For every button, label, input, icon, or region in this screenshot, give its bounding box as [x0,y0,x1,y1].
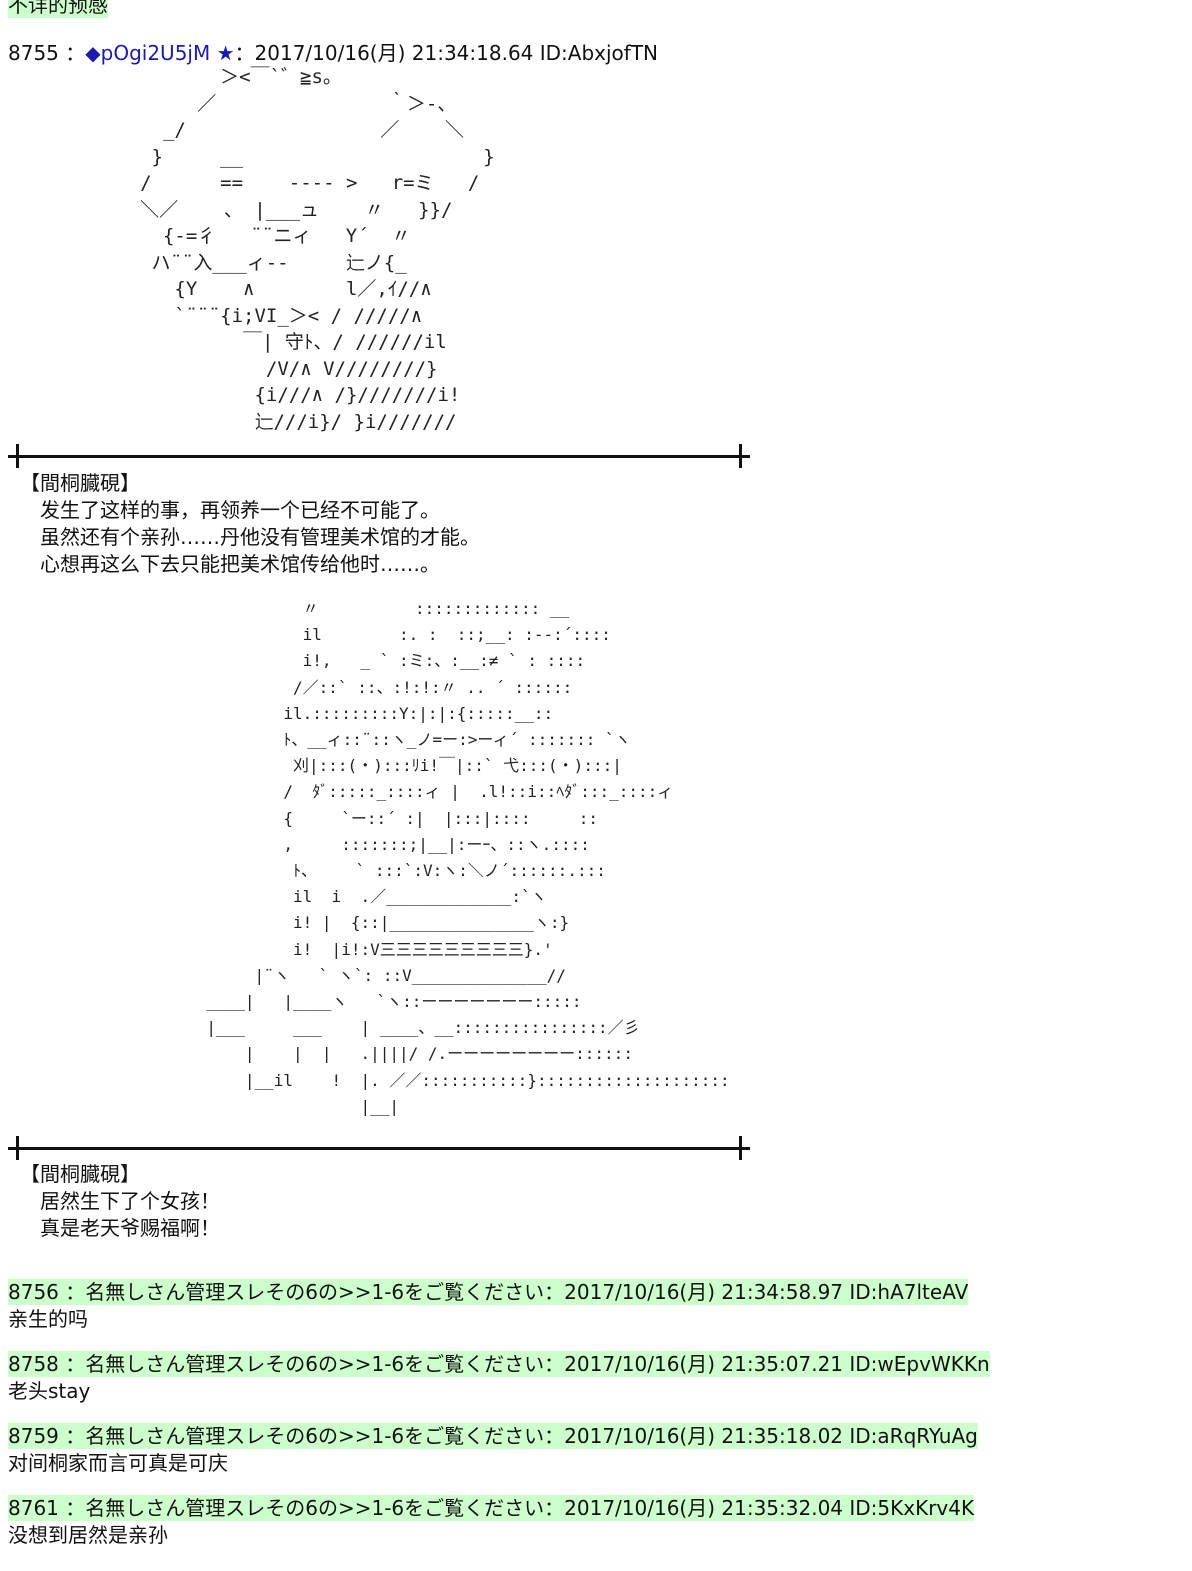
separator-line [8,1136,750,1160]
speaker-name: 【間桐臓硯】 [20,471,140,495]
reply-body: 亲生的吗 [8,1307,88,1331]
previous-post-fragment: 不详的预感 [8,0,108,18]
post-number: 8755 ： [8,41,86,65]
ascii-art-portrait: ＞<￣`゛≧s。 ／ ｀＞-、 _/ ／ ＼ } __ } / == ---- … [140,66,495,433]
tripcode: ◆pOgi2U5jM ★ [85,41,235,65]
post-header-8755: 8755 ：◆pOgi2U5jM ★：2017/10/16(月) 21:34:1… [8,40,658,66]
post-meta: ：2017/10/16(月) 21:34:18.64 ID:AbxjofTN [234,41,659,65]
dialogue-line: 虽然还有个亲孙……丹他没有管理美术馆的才能。 [40,525,480,549]
dialogue-line: 真是老天爷赐福啊！ [40,1216,220,1240]
speaker-name: 【間桐臓硯】 [20,1162,140,1186]
ascii-art-figure: 〃 ::::::::::::: __ il :. : ::;__: :--:´:… [206,599,730,1116]
dialogue-line: 心想再这么下去只能把美术馆传给他时……。 [40,552,440,576]
reply-header: 8756 ：名無しさん管理スレその6の>>1-6をご覧ください：2017/10/… [8,1279,969,1305]
reply-body: 没想到居然是亲孙 [8,1523,168,1547]
reply-header: 8761 ：名無しさん管理スレその6の>>1-6をご覧ください：2017/10/… [8,1495,975,1521]
reply-header: 8759 ：名無しさん管理スレその6の>>1-6をご覧ください：2017/10/… [8,1423,978,1449]
reply-header: 8758 ：名無しさん管理スレその6の>>1-6をご覧ください：2017/10/… [8,1351,990,1377]
reply-body: 老头stay [8,1379,91,1403]
dialogue-line: 发生了这样的事，再领养一个已经不可能了。 [40,498,440,522]
separator-line [8,444,750,468]
dialogue-line: 居然生下了个女孩！ [40,1189,220,1213]
reply-body: 对间桐家而言可真是可庆 [8,1451,228,1475]
